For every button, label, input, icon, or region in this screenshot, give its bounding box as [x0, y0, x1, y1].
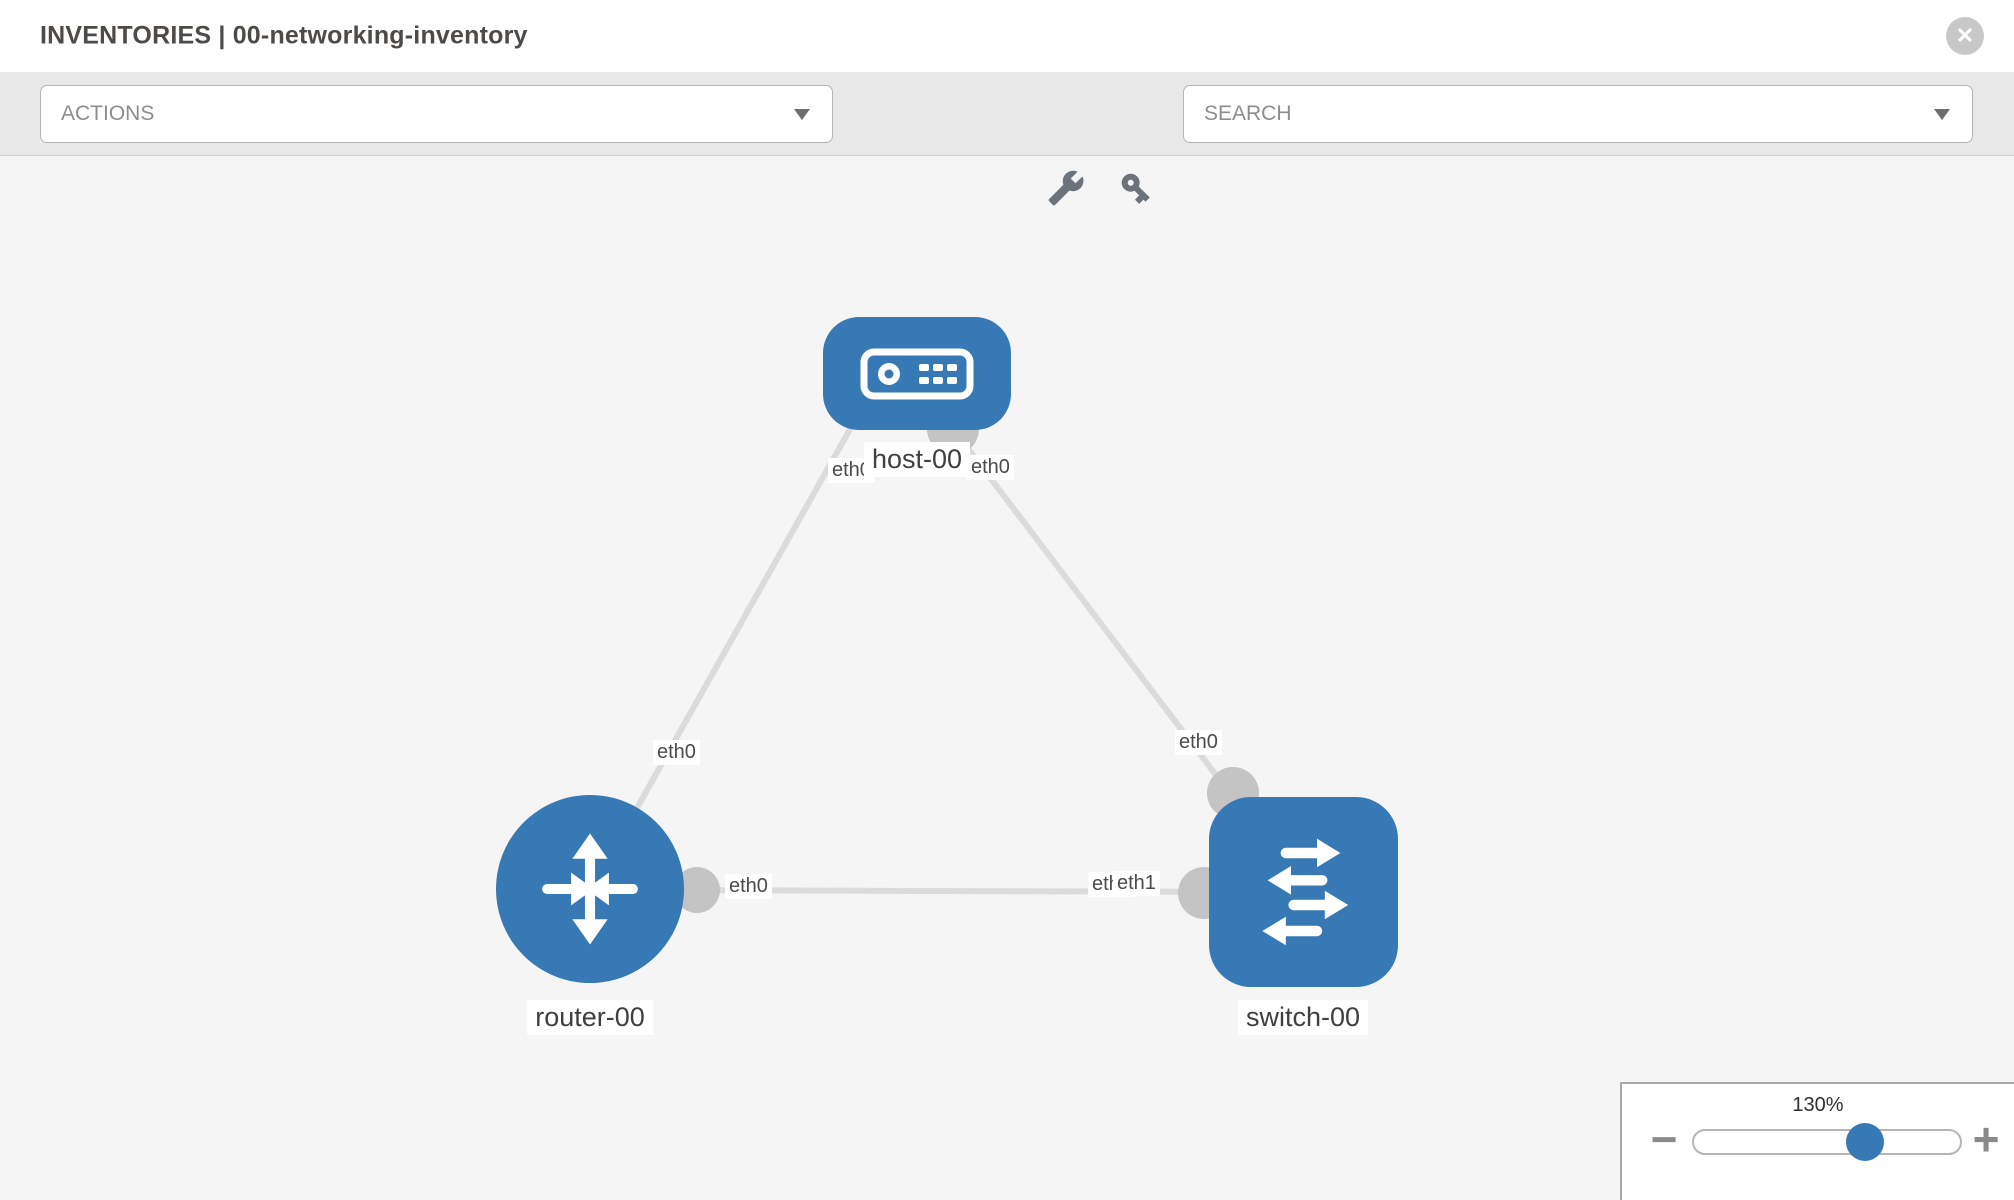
port-label-host-eth0-right: eth0	[967, 455, 1014, 480]
close-button[interactable]: ✕	[1946, 17, 1984, 55]
toolbar: ACTIONS SEARCH	[0, 72, 2014, 206]
link-router-host[interactable]	[598, 412, 861, 875]
zoom-in-button[interactable]: +	[1966, 1116, 2006, 1162]
actions-dropdown-label: ACTIONS	[61, 102, 155, 125]
plus-icon: +	[1972, 1113, 2000, 1165]
router-icon	[527, 826, 653, 952]
node-router-00[interactable]	[496, 795, 684, 983]
close-icon: ✕	[1955, 23, 1975, 48]
node-label-switch-00: switch-00	[1237, 1000, 1369, 1036]
node-switch-00[interactable]	[1209, 797, 1398, 987]
zoom-panel: 130% − +	[1620, 1082, 2014, 1200]
zoom-out-button[interactable]: −	[1644, 1116, 1684, 1162]
node-host-00[interactable]	[823, 317, 1011, 430]
configure-button[interactable]	[1044, 166, 1088, 210]
page-title: INVENTORIES | 00-networking-inventory	[40, 21, 528, 50]
host-icon	[859, 347, 975, 401]
zoom-slider-thumb[interactable]	[1846, 1123, 1884, 1161]
caret-down-icon	[1934, 109, 1950, 120]
port-label-switch-link-eth0: eth0	[1175, 730, 1222, 755]
search-dropdown[interactable]: SEARCH	[1183, 85, 1973, 143]
port-label-router-link-eth0: eth0	[653, 740, 700, 765]
zoom-slider-track[interactable]	[1692, 1129, 1962, 1155]
node-label-host-00: host-00	[863, 442, 971, 478]
node-label-router-00: router-00	[527, 1000, 653, 1036]
header-bar: INVENTORIES | 00-networking-inventory ✕	[0, 0, 2014, 72]
minus-icon: −	[1650, 1113, 1678, 1165]
zoom-level: 130%	[1792, 1094, 1844, 1116]
wrench-icon	[1047, 169, 1085, 207]
caret-down-icon	[794, 109, 810, 120]
topology-links	[598, 412, 1283, 895]
topology-canvas[interactable]: host-00 router-00 switch-00 eth0 eth0 et…	[0, 156, 2014, 1200]
key-icon	[1118, 170, 1154, 206]
credentials-button[interactable]	[1114, 166, 1158, 210]
search-dropdown-label: SEARCH	[1204, 102, 1292, 125]
switch-icon	[1239, 827, 1369, 957]
port-label-switch-eth1: eth1	[1113, 871, 1160, 896]
actions-dropdown[interactable]: ACTIONS	[40, 85, 833, 143]
port-label-router-eth0: eth0	[725, 874, 772, 899]
